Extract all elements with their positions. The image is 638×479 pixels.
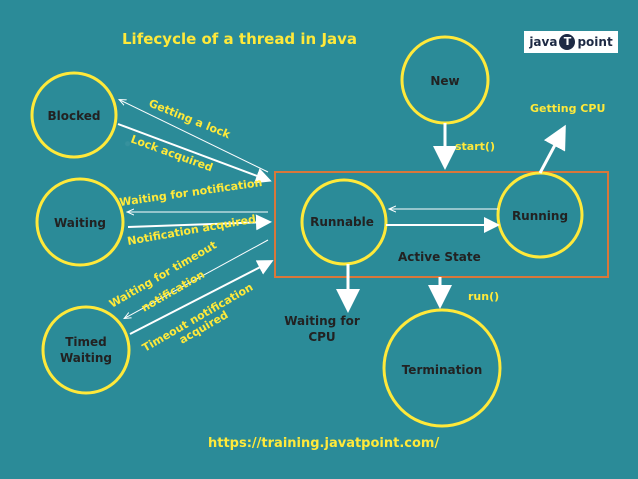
javatpoint-logo: java T point: [524, 31, 618, 53]
termination-label: Termination: [402, 363, 483, 377]
blocked-label: Blocked: [47, 109, 100, 123]
waiting-for-notification-label: Waiting for notification: [119, 176, 263, 209]
active-state-label: Active State: [398, 250, 481, 264]
timed-waiting-label: Waiting: [60, 351, 112, 365]
getting-lock-arrow: [120, 100, 269, 173]
running-label: Running: [512, 209, 568, 223]
start-label: start(): [455, 140, 495, 153]
source-url: https://training.javatpoint.com/: [208, 436, 440, 451]
lock-acquired-label: Lock acquired: [129, 133, 215, 175]
notification-acquired-arrow: [127, 214, 272, 231]
run-label: run(): [468, 290, 499, 303]
timed-waiting-state-circle: [41, 305, 131, 395]
waiting-for-cpu-label-1: Waiting for: [284, 314, 360, 328]
logo-java-text: java: [529, 35, 558, 49]
logo-point-text: point: [577, 35, 613, 49]
new-label: New: [430, 74, 459, 88]
timeout-acquired-arrow: [129, 260, 274, 335]
runnable-label: Runnable: [310, 215, 374, 229]
blocked-state-circle: [30, 71, 118, 159]
notification-acquired-label: Notification acquired: [126, 213, 257, 248]
termination-state-circle: [382, 308, 502, 428]
waiting-for-cpu-label-2: CPU: [308, 330, 335, 344]
timed-label: Timed: [65, 335, 107, 349]
waiting-for-timeout-arrow: [125, 239, 269, 318]
diagram-title: Lifecycle of a thread in Java: [122, 30, 358, 48]
logo-t-badge: T: [559, 34, 576, 50]
lock-acquired-arrow: [117, 123, 272, 184]
runnable-state-circle: [300, 178, 388, 266]
getting-cpu-label: Getting CPU: [530, 102, 605, 115]
getting-cpu-arrow: [538, 124, 566, 174]
waiting-state-circle: [35, 177, 125, 267]
waiting-label: Waiting: [54, 216, 106, 230]
